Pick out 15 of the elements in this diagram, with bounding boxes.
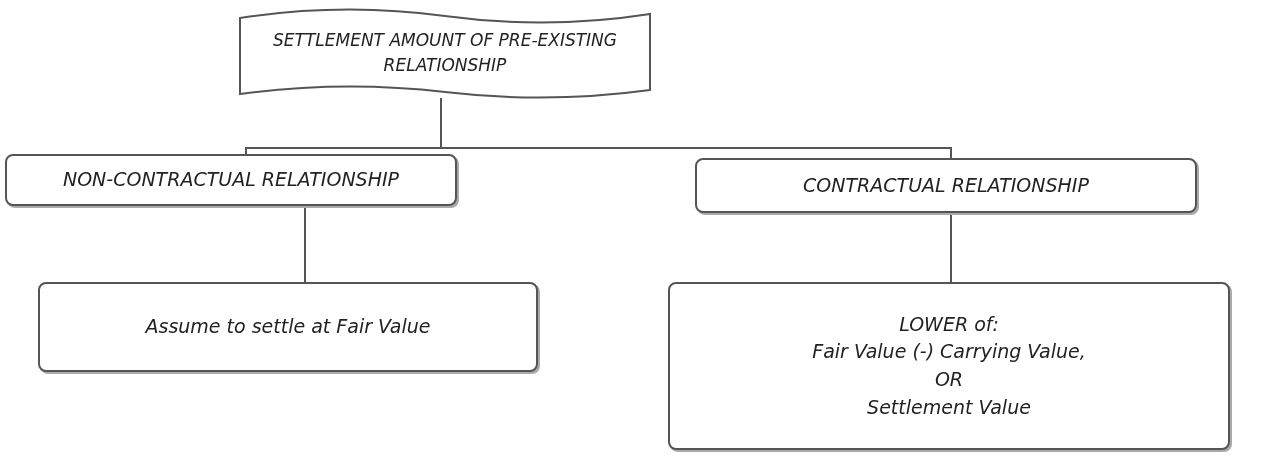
process-box bbox=[695, 158, 1197, 213]
node-text: NON-CONTRACTUAL RELATIONSHIP bbox=[62, 167, 400, 193]
node-text: LOWER of: bbox=[899, 311, 999, 337]
node-text: Assume to settle at Fair Value bbox=[145, 314, 431, 340]
connector-line bbox=[950, 212, 952, 283]
node-text: Fair Value (-) Carrying Value, bbox=[812, 339, 1086, 365]
process-box bbox=[38, 282, 538, 372]
banner-shape bbox=[240, 8, 650, 98]
process-box bbox=[668, 282, 1230, 450]
process-box bbox=[5, 154, 457, 206]
node-text: CONTRACTUAL RELATIONSHIP bbox=[803, 172, 1089, 198]
node-text: OR bbox=[934, 367, 964, 392]
node-text: SETTLEMENT AMOUNT OF PRE-EXISTING RELATIONSHIP bbox=[271, 29, 618, 77]
connector-line bbox=[304, 205, 306, 283]
node-text: Settlement Value bbox=[867, 394, 1031, 420]
